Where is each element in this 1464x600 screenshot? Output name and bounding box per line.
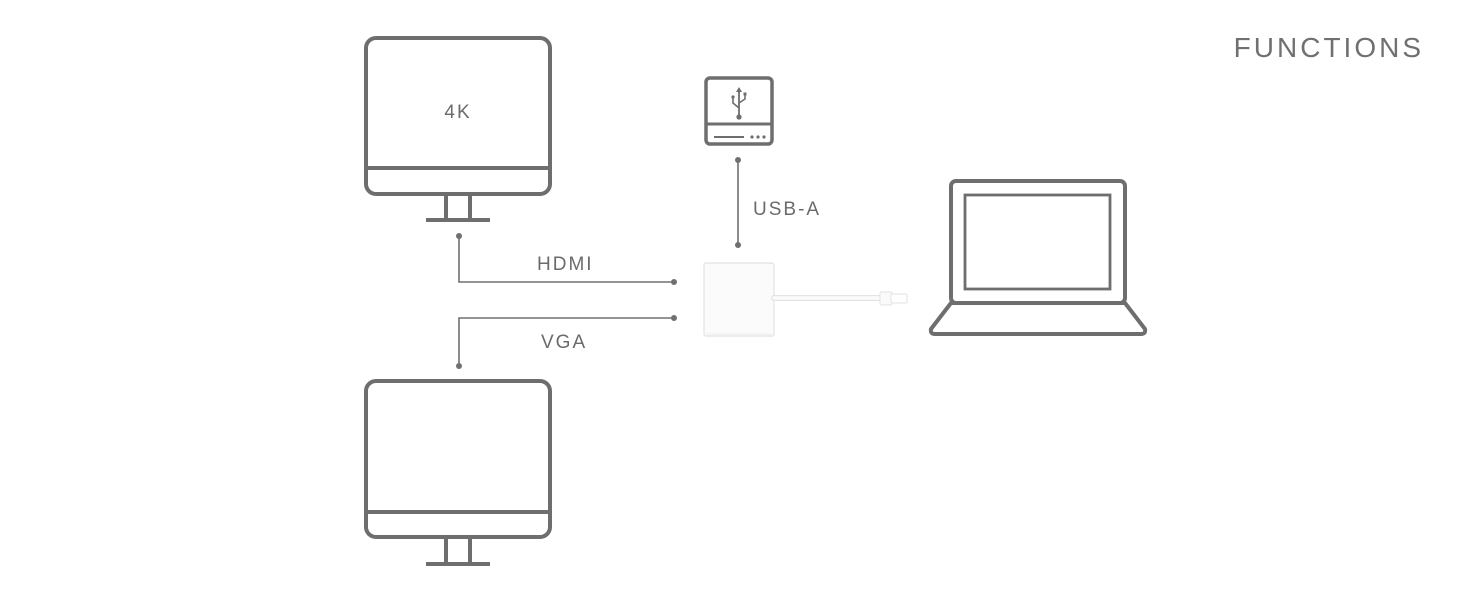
usb-connection-line	[735, 157, 741, 248]
monitor-top-label: 4K	[444, 102, 471, 123]
monitor-top-icon	[364, 36, 552, 222]
adapter-hub	[703, 262, 908, 337]
usb-drive-icon	[704, 76, 774, 146]
laptop-icon	[928, 179, 1148, 336]
diagram-title: FUNCTIONS	[1234, 32, 1424, 63]
vga-label: VGA	[541, 332, 587, 353]
monitor-bottom-icon	[364, 379, 552, 566]
vga-connection-line	[456, 315, 677, 369]
hdmi-connection-line	[456, 233, 677, 285]
hdmi-label: HDMI	[537, 254, 594, 275]
usb-symbol-icon	[731, 87, 747, 120]
usb-label: USB-A	[753, 199, 821, 220]
